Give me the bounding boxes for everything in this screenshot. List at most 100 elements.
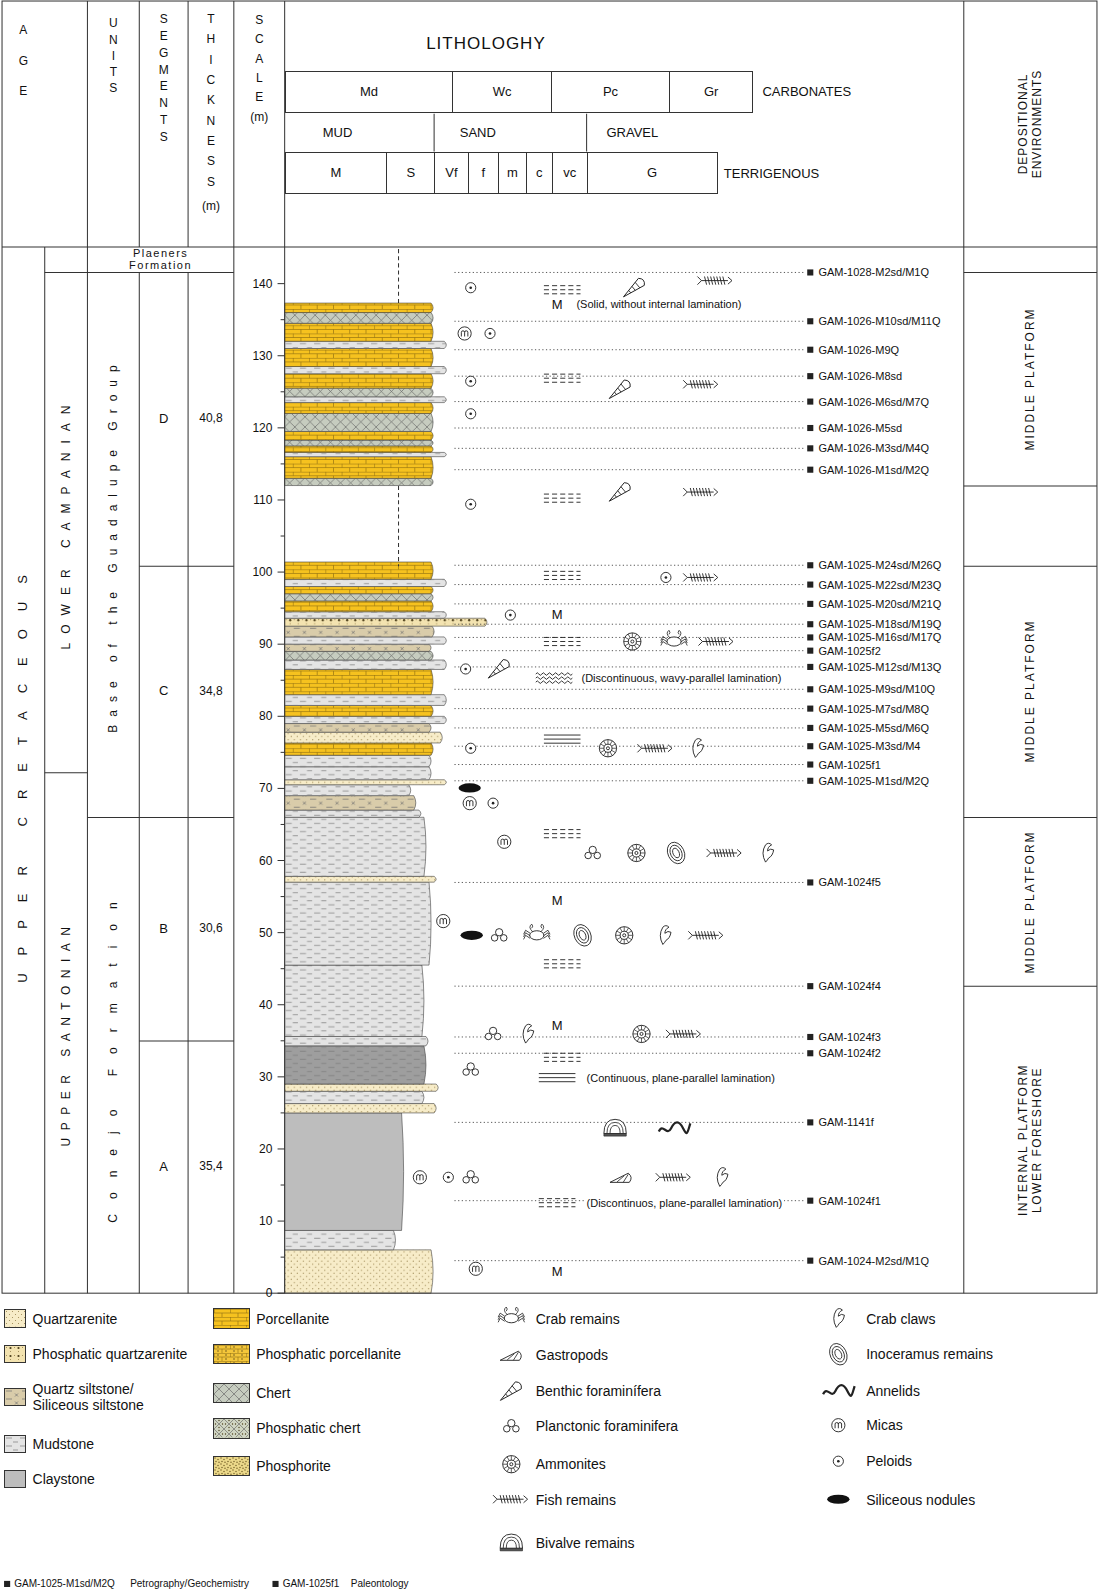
grid-line (139, 566, 234, 567)
inoceramus-symbol (578, 929, 588, 941)
ammonite-symbol (623, 934, 626, 937)
sample-id: GAM-1025-M20sd/M21Q (818, 598, 941, 609)
mica-symbol (498, 835, 511, 848)
grain-size-box-text: f (482, 166, 486, 181)
swatch-pattern (214, 1345, 249, 1363)
thickness-cell-text: 30,6 (199, 922, 222, 936)
peloid-symbol (492, 802, 495, 805)
rock-bed (285, 965, 424, 1036)
planktonic-foram-symbol (504, 1420, 520, 1433)
swatch-pattern (5, 1389, 25, 1405)
mica-symbol (463, 797, 476, 810)
planktonic-foram-symbol (589, 846, 596, 853)
ammonite-symbol (628, 844, 645, 861)
group-label: GRAVEL (606, 126, 658, 139)
rock-bed (285, 594, 433, 601)
rock-bed-pattern (285, 669, 433, 694)
rock-bed (285, 767, 431, 780)
gastropod-symbol (610, 1173, 631, 1182)
gastropod-symbol (617, 1174, 628, 1182)
rock-bed (285, 1046, 426, 1084)
grain-size-box-text: M (331, 166, 342, 181)
grid-line (964, 485, 1097, 486)
grid-line (964, 986, 1097, 987)
swatch-pattern (5, 1310, 25, 1326)
lamination-symbol (539, 1077, 576, 1078)
sample-id: GAM-1025-M3sd/M4 (818, 741, 920, 752)
benthic-foram-symbol (498, 1380, 524, 1404)
crab-claw-symbol (693, 739, 704, 758)
gastropod-symbol (500, 1351, 521, 1360)
bivalve-symbol (503, 1537, 519, 1548)
crab-claw-symbol (717, 1168, 728, 1187)
environment-band: MIDDLE PLATFORM (964, 272, 1097, 485)
fish-symbol (707, 849, 742, 857)
rock-bed (285, 587, 433, 594)
inoceramus-symbol (827, 1341, 851, 1368)
sample-marker (807, 347, 813, 353)
legend-text: Phosphatic porcellanite (256, 1346, 401, 1362)
scale-tick (281, 1257, 285, 1258)
rock-bed-pattern (285, 716, 447, 723)
sample-id: GAM-1024f5 (818, 877, 880, 888)
sample-leader (454, 321, 805, 322)
rock-bed-pattern (285, 705, 433, 716)
scale-tick (281, 463, 285, 464)
peloid-symbol (488, 798, 498, 808)
mica-symbol (501, 839, 508, 845)
rock-bed (285, 644, 431, 651)
benthic-foram-symbol (613, 487, 625, 499)
scale-tick (281, 608, 285, 609)
planktonic-foram-symbol (463, 1171, 479, 1184)
sample-marker (807, 269, 813, 275)
lamination-symbol (544, 579, 581, 580)
structure-note: M (550, 297, 565, 310)
benthic-foram-symbol (606, 481, 632, 505)
carbonate-texture-box: Pc (551, 71, 670, 113)
ammonite-symbol (616, 927, 633, 944)
peloid-symbol (505, 610, 515, 620)
legend-text: Chert (256, 1385, 290, 1401)
mica-symbol (473, 1266, 480, 1272)
grid-line (964, 272, 1097, 273)
scale-tick (278, 1293, 285, 1294)
group-label: MUD (323, 126, 353, 139)
lamination-symbol (536, 673, 573, 684)
rock-bed-pattern (285, 579, 447, 586)
scale-tick (281, 1112, 285, 1113)
rock-bed-pattern (285, 374, 433, 388)
ammonite-symbol (628, 844, 645, 861)
lamination-symbol (544, 494, 581, 495)
lamination-symbol (544, 374, 581, 375)
scale-tick (278, 499, 285, 500)
structure-note: (Solid, without internal lamination) (574, 298, 743, 309)
peloid-symbol (485, 328, 495, 338)
lamination-symbol (539, 1198, 576, 1199)
rock-bed-pattern (285, 965, 424, 1036)
sample-id: GAM-1025-M5sd/M6Q (818, 722, 929, 733)
mica-symbol (463, 797, 476, 810)
legend-swatch (4, 1309, 26, 1327)
segment-cell: B (139, 817, 188, 1041)
age-band-text: LOWER CAMPANIAN (59, 284, 73, 762)
peloid-symbol (466, 743, 476, 753)
ammonite-symbol (628, 844, 645, 861)
crab-symbol (491, 1305, 532, 1331)
environment-band-text: MIDDLE PLATFORM (1023, 820, 1037, 983)
rock-bed (285, 1250, 433, 1293)
scale-number: 10 (259, 1215, 272, 1227)
lamination-symbol (544, 502, 581, 503)
environment-band-text: MIDDLE PLATFORM (1023, 278, 1037, 481)
grain-size-box: G (587, 152, 718, 194)
grain-size-box-text: m (507, 166, 518, 181)
rock-bed (285, 457, 433, 479)
segment-cell-text: C (159, 684, 168, 699)
lamination-symbol (544, 494, 581, 502)
sample-leader (454, 1122, 805, 1123)
ammonite-symbol (631, 640, 634, 643)
column-header: DEPOSITIONAL ENVIRONMENTS (964, 1, 1097, 247)
rock-bed-pattern (285, 397, 447, 403)
column-header-text: SCALE (254, 11, 264, 108)
sample-marker (807, 725, 813, 731)
rock-bed (285, 817, 426, 876)
